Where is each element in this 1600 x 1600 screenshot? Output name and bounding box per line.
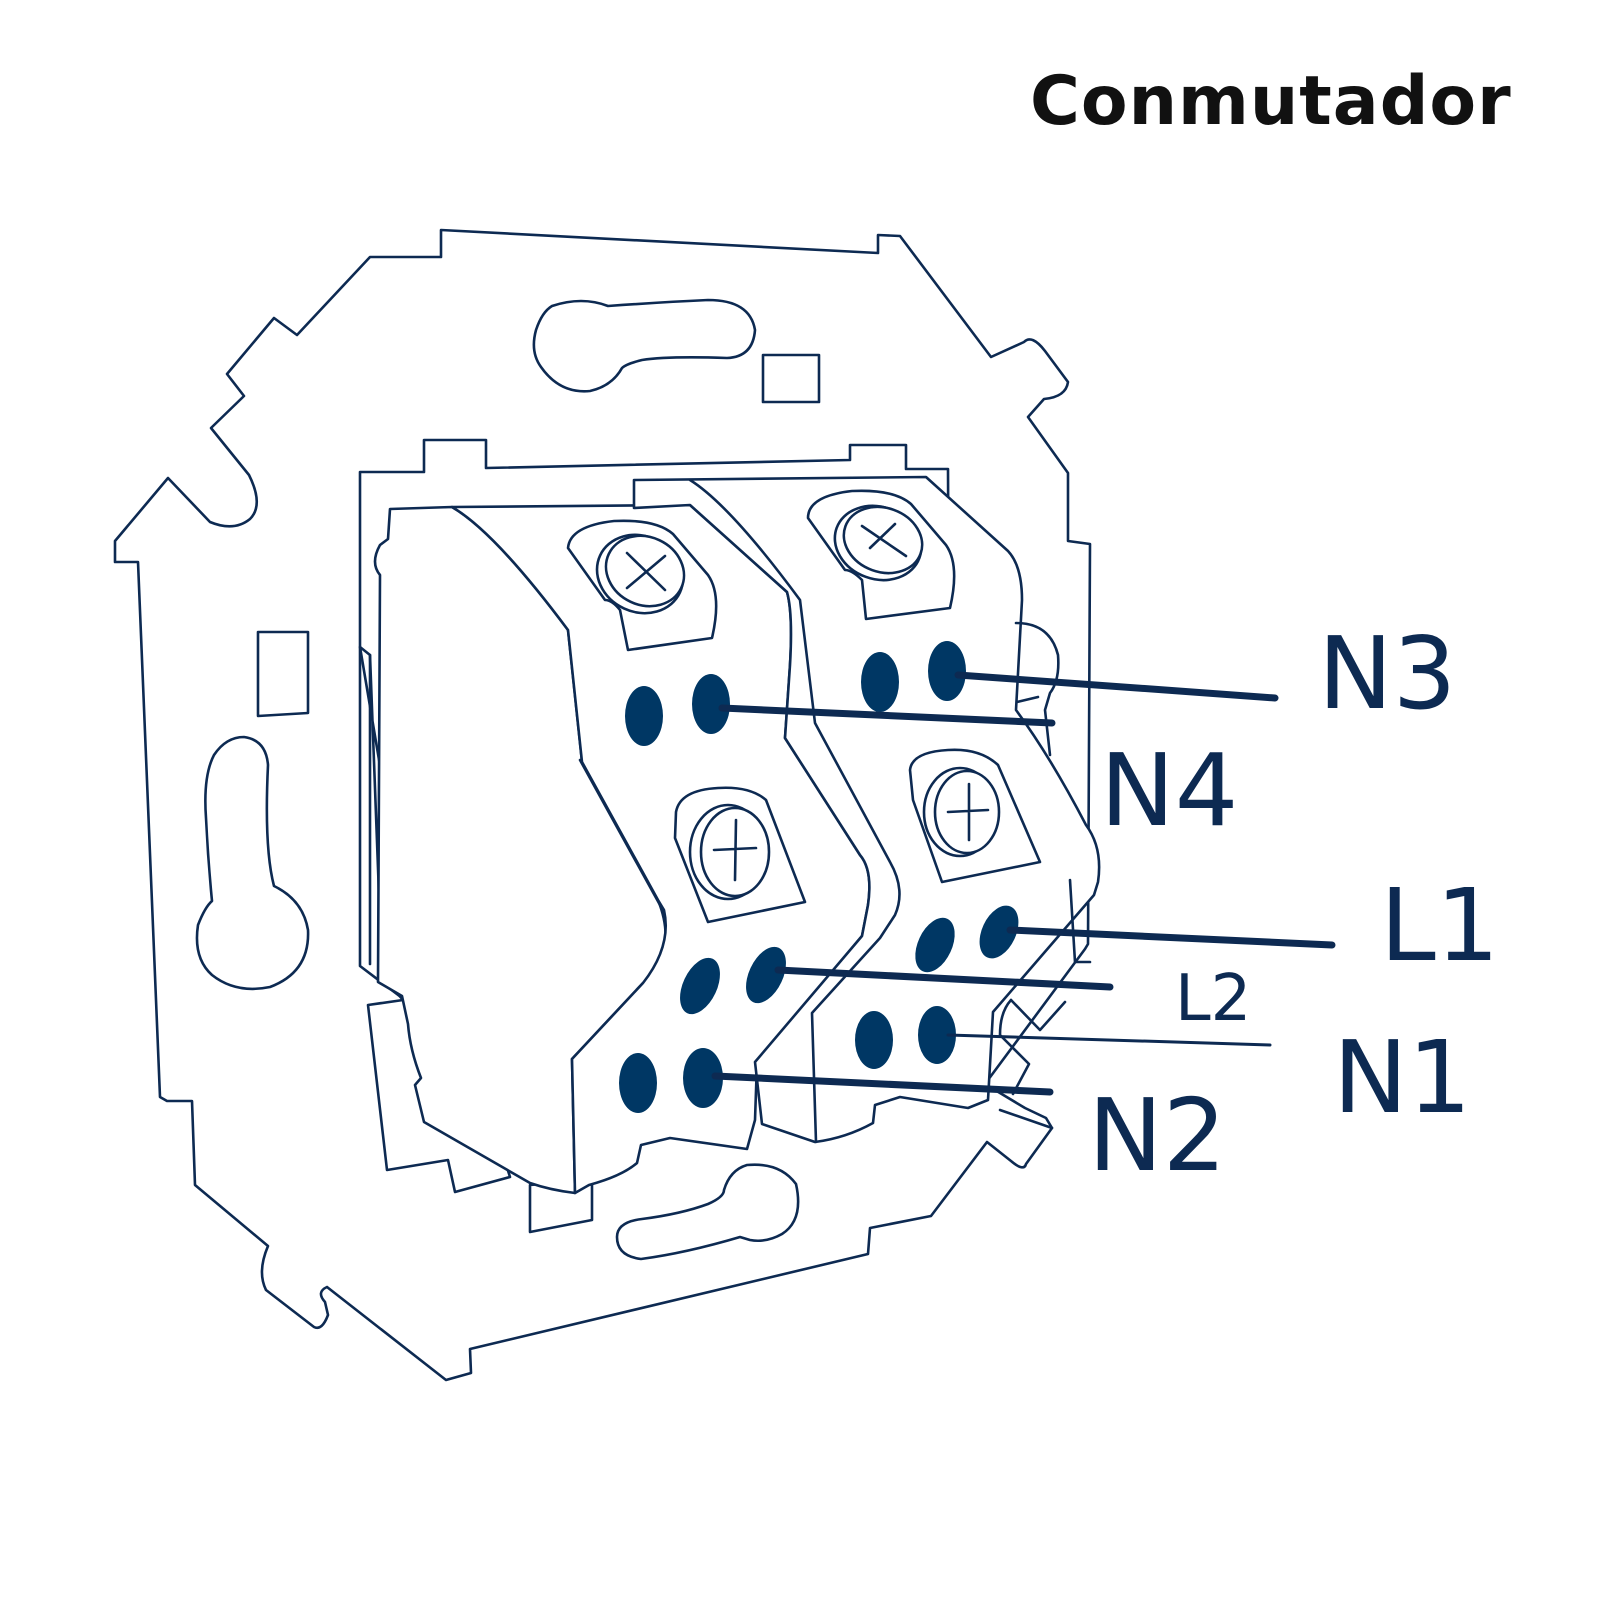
terminal-holes [619, 641, 1019, 1113]
leader-n1 [946, 1033, 1272, 1047]
terminal-hole-n3 [928, 641, 966, 701]
leader-n2 [711, 1072, 1054, 1096]
label-n1: N1 [1333, 1019, 1471, 1136]
terminal-hole-n1 [918, 1006, 956, 1064]
terminal-hole-n4 [692, 674, 730, 734]
terminal-hole-l1 [979, 905, 1019, 959]
terminal-hole-l2 [746, 946, 786, 1004]
screw-head-top-right [833, 504, 924, 582]
screw-head-middle-left [688, 803, 771, 901]
diagram-title: Conmutador [1030, 62, 1512, 141]
terminal-hole-n2 [683, 1048, 723, 1108]
label-l2: L2 [1175, 962, 1251, 1036]
screws [595, 504, 1001, 901]
leader-n3 [954, 671, 1279, 702]
leader-l1 [1006, 926, 1336, 949]
label-n2: N2 [1088, 1077, 1226, 1194]
leader-l2 [774, 966, 1114, 991]
switch-body [358, 438, 1101, 1234]
terminal-hole [861, 652, 899, 712]
leader-lines [711, 671, 1336, 1096]
terminal-hole [625, 686, 663, 746]
terminal-labels: N3 N4 L1 L2 N1 N2 [1088, 615, 1499, 1194]
terminal-hole [855, 1011, 893, 1069]
terminal-hole [680, 957, 720, 1015]
screw-head-top-left [595, 533, 686, 615]
label-l1: L1 [1380, 867, 1499, 984]
label-n3: N3 [1318, 615, 1456, 732]
terminal-hole [619, 1053, 657, 1113]
screw-head-middle-right [922, 766, 1001, 858]
leader-n4 [718, 704, 1056, 727]
label-n4: N4 [1100, 732, 1238, 849]
terminal-hole [915, 917, 955, 973]
